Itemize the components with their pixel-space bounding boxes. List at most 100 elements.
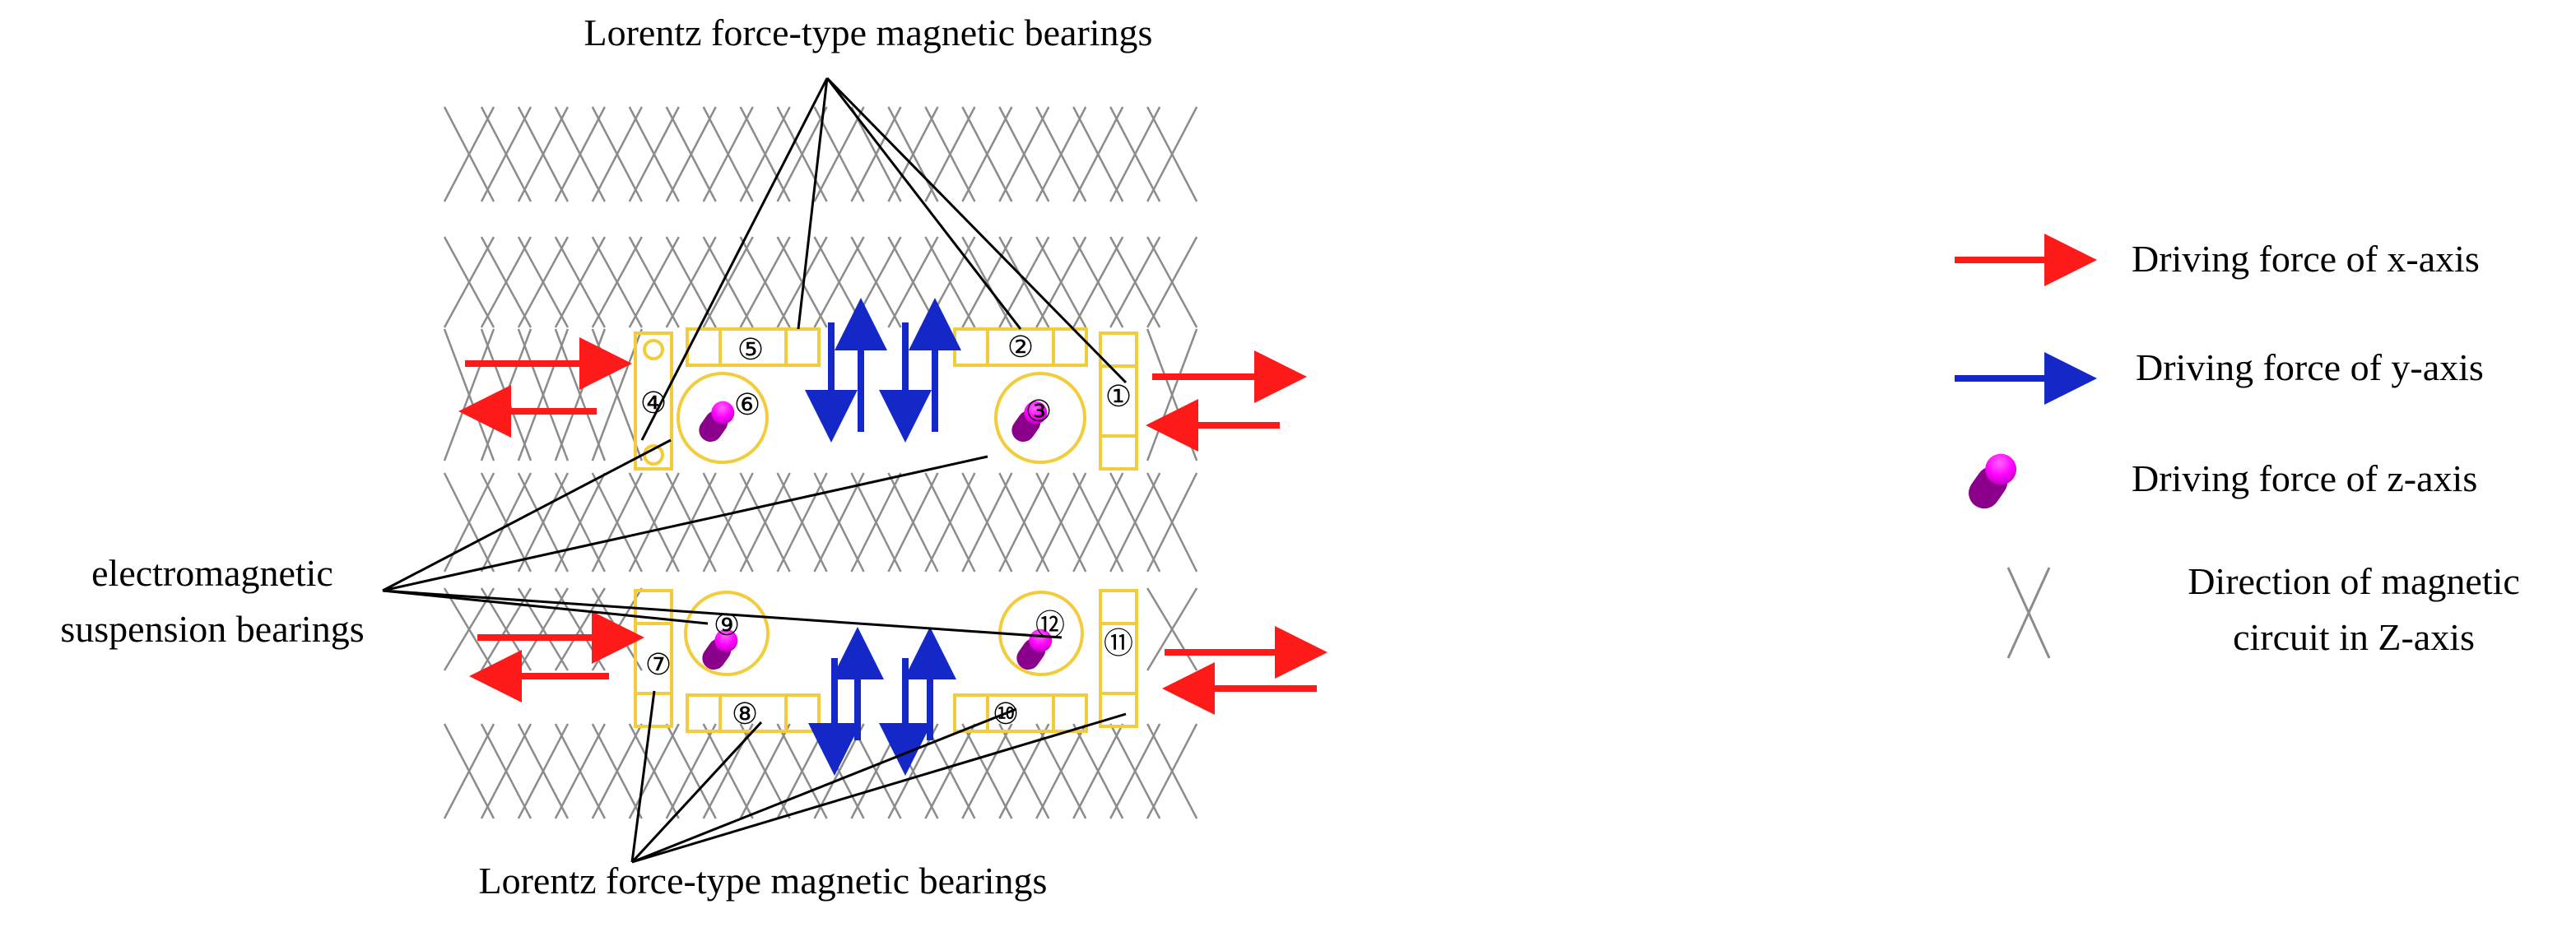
bearing-5-coil: [686, 327, 821, 367]
bearing-10-coil: [953, 693, 1088, 733]
bearing-6-ring: [677, 372, 769, 464]
left-label-line1: electromagnetic: [91, 552, 333, 594]
x-cross-icon: [1109, 236, 1161, 328]
bearing-number: ④: [640, 387, 667, 420]
x-cross-icon: [591, 236, 643, 328]
bearing-9-ring: [684, 591, 770, 676]
x-cross-icon: [998, 106, 1050, 202]
x-cross-icon: [1146, 106, 1198, 202]
x-cross-icon: [1109, 106, 1161, 202]
top-lorentz-label: Lorentz force-type magnetic bearings: [584, 12, 1153, 53]
x-cross-icon: [591, 723, 643, 819]
legend-z-circuit-line1: Direction of magnetic: [2188, 560, 2520, 602]
x-cross-icon: [1072, 472, 1124, 573]
x-cross-icon: [1035, 106, 1087, 202]
bearing-3-ring: [994, 372, 1086, 464]
z-force-cylinder: [1011, 401, 1048, 443]
x-cross-icon: [480, 723, 532, 819]
x-cross-icon: [1146, 236, 1198, 328]
x-cross-icon: [517, 328, 570, 461]
x-cross-icon: [702, 106, 754, 202]
bearing-number: ⑦: [645, 648, 672, 681]
bearing-number: ①: [1105, 380, 1132, 413]
x-cross-icon: [517, 472, 570, 573]
diagram-labels: Lorentz force-type magnetic bearings Lor…: [60, 12, 1152, 902]
bearing-number: ⑧: [732, 698, 758, 730]
z-force-cylinder: [699, 401, 735, 443]
bearing-1-coil: [1099, 332, 1138, 471]
legend-y-axis: Driving force of y-axis: [2136, 346, 2484, 388]
x-cross-icon: [887, 472, 939, 573]
bearing-number: ③: [1025, 395, 1052, 428]
x-cross-icon: [1035, 472, 1087, 573]
x-cross-icon: [813, 236, 865, 328]
x-cross-icon: [628, 236, 680, 328]
x-cross-icon: [628, 472, 680, 573]
x-cross-icon: [554, 723, 606, 819]
x-cross-icon: [924, 723, 976, 819]
legend: Driving force of x-axis Driving force of…: [1955, 234, 2520, 659]
bearing-number: ②: [1007, 331, 1034, 364]
x-cross-icon: [554, 328, 607, 461]
legend-z-axis: Driving force of z-axis: [2132, 457, 2477, 499]
left-label-line2: suspension bearings: [60, 608, 364, 650]
x-cross-icon: [1072, 236, 1124, 328]
z-force-cylinder: [1969, 453, 2016, 509]
x-cross-icon: [887, 106, 939, 202]
bearing-4-detail: [643, 339, 664, 360]
x-cross-icon: [1109, 472, 1161, 573]
bearing-4-coil: [634, 332, 673, 471]
magnetic-circuit-grid: [443, 106, 1198, 819]
bearing-11-coil: [1099, 589, 1138, 728]
bearing-number: ⑤: [737, 333, 764, 366]
x-cross-icon: [443, 472, 495, 573]
x-cross-icon: [998, 236, 1050, 328]
x-cross-icon: [480, 328, 532, 461]
bearing-number: ⑥: [734, 388, 760, 421]
x-cross-icon: [480, 472, 532, 573]
x-cross-icon: [850, 106, 902, 202]
x-cross-icon: [739, 236, 791, 328]
x-cross-icon: [443, 328, 495, 461]
x-cross-icon: [628, 106, 680, 202]
x-cross-icon: [517, 723, 570, 819]
x-cross-icon: [1146, 723, 1198, 819]
x-cross-icon: [1072, 106, 1124, 202]
x-cross-icon: [776, 106, 828, 202]
x-cross-icon: [702, 472, 754, 573]
x-cross-icon: [665, 106, 717, 202]
z-force-cylinder: [702, 628, 738, 670]
magenta-cylinder-icon: [1969, 453, 2016, 509]
x-cross-icon: [739, 106, 791, 202]
x-cross-icon: [480, 236, 532, 328]
x-cross-icon: [480, 106, 532, 202]
x-cross-icon: [665, 236, 717, 328]
legend-z-circuit-line2: circuit in Z-axis: [2233, 616, 2475, 658]
x-cross-icon: [517, 236, 570, 328]
x-cross-icon: [961, 106, 1013, 202]
x-cross-icon: [665, 723, 717, 819]
y-force-arrows: [805, 298, 961, 776]
bottom-lorentz-label: Lorentz force-type magnetic bearings: [479, 860, 1048, 902]
x-cross-icon: [591, 472, 643, 573]
x-cross-icon: [850, 472, 902, 573]
x-cross-icon: [628, 723, 680, 819]
x-cross-icon: [887, 236, 939, 328]
x-cross-icon: [776, 236, 828, 328]
x-cross-icon: [739, 472, 791, 573]
leader-lines: [382, 77, 1128, 864]
x-cross-icon: [1146, 472, 1198, 573]
x-cross-icon: [1146, 587, 1198, 671]
x-cross-icon: [517, 106, 570, 202]
x-cross-icon: [554, 587, 606, 671]
x-cross-icon: [961, 723, 1013, 819]
x-cross-icon: [961, 472, 1013, 573]
x-cross-icon: [1072, 723, 1124, 819]
x-force-arrows: [458, 337, 1328, 715]
x-cross-icon: [924, 472, 976, 573]
x-cross-icon: [554, 106, 606, 202]
z-force-cylinders: [699, 401, 1053, 670]
x-cross-icon: [776, 472, 828, 573]
